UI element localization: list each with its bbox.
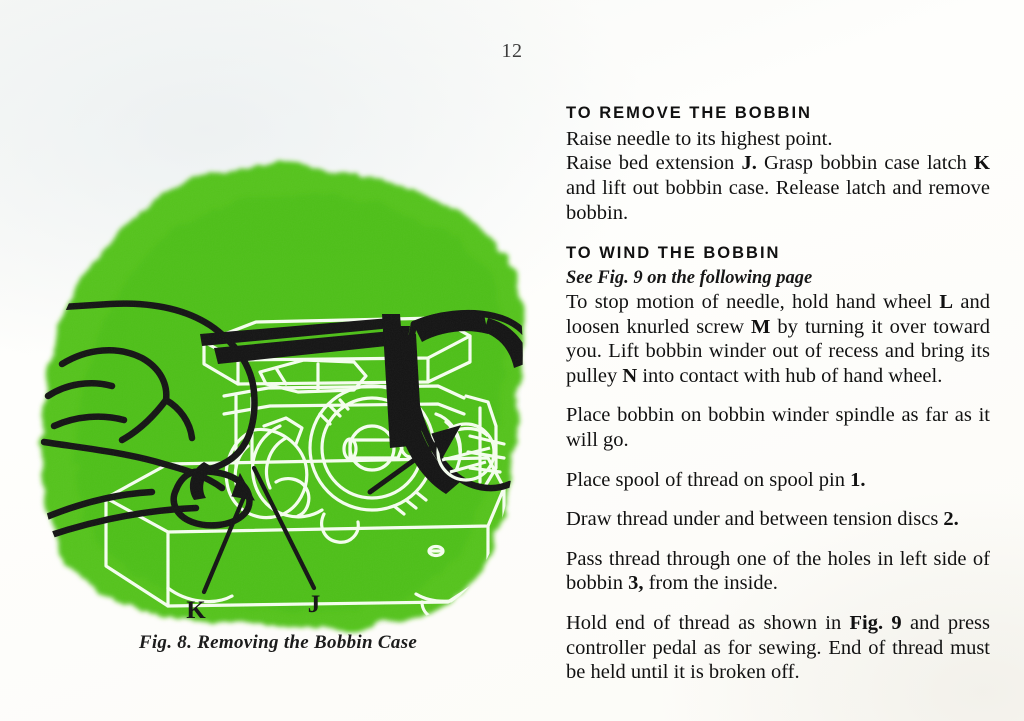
section-to-remove-the-bobbin: TO REMOVE THE BOBBIN Raise needle to its… (566, 104, 990, 225)
figure-8: K J Fig. 8. Removing the Bobbin Case (18, 96, 548, 676)
figure-caption: Fig. 8. Removing the Bobbin Case (138, 632, 418, 653)
page-number: 12 (501, 40, 523, 62)
paragraph: Raise needle to its highest point. (566, 127, 833, 150)
emphasis-reference: L (939, 291, 954, 314)
paragraph: Hold end of thread as shown in Fig. 9 an… (566, 612, 990, 684)
section-subtitle: See Fig. 9 on the following page (566, 267, 813, 288)
emphasis-reference: N (622, 364, 638, 387)
emphasis-reference: J. (741, 152, 757, 175)
emphasis-reference: M (751, 315, 771, 338)
emphasis-reference: 3, (628, 572, 644, 595)
section-heading: TO WIND THE BOBBIN (566, 244, 781, 263)
figure-illustration: K J (18, 96, 548, 636)
section-to-wind-the-bobbin: TO WIND THE BOBBIN See Fig. 9 on the fol… (566, 244, 990, 685)
paragraph: Raise bed extension J. Grasp bobbin case… (566, 152, 990, 224)
instruction-text-column: TO REMOVE THE BOBBIN Raise needle to its… (566, 104, 990, 687)
emphasis-reference: 2. (943, 508, 959, 531)
section-spacer (566, 227, 990, 244)
paragraph: Place spool of thread on spool pin 1. (566, 468, 866, 491)
emphasis-reference: Fig. 9 (849, 612, 902, 635)
emphasis-reference: K (974, 152, 990, 175)
paragraph: Pass thread through one of the holes in … (566, 547, 990, 595)
paragraph: To stop motion of needle, hold hand whee… (566, 291, 991, 387)
paragraph: Draw thread under and between tension di… (566, 508, 959, 531)
emphasis-reference: 1. (850, 468, 866, 491)
section-heading: TO REMOVE THE BOBBIN (566, 104, 812, 122)
paragraph: Place bobbin on bobbin winder spindle as… (566, 404, 990, 452)
